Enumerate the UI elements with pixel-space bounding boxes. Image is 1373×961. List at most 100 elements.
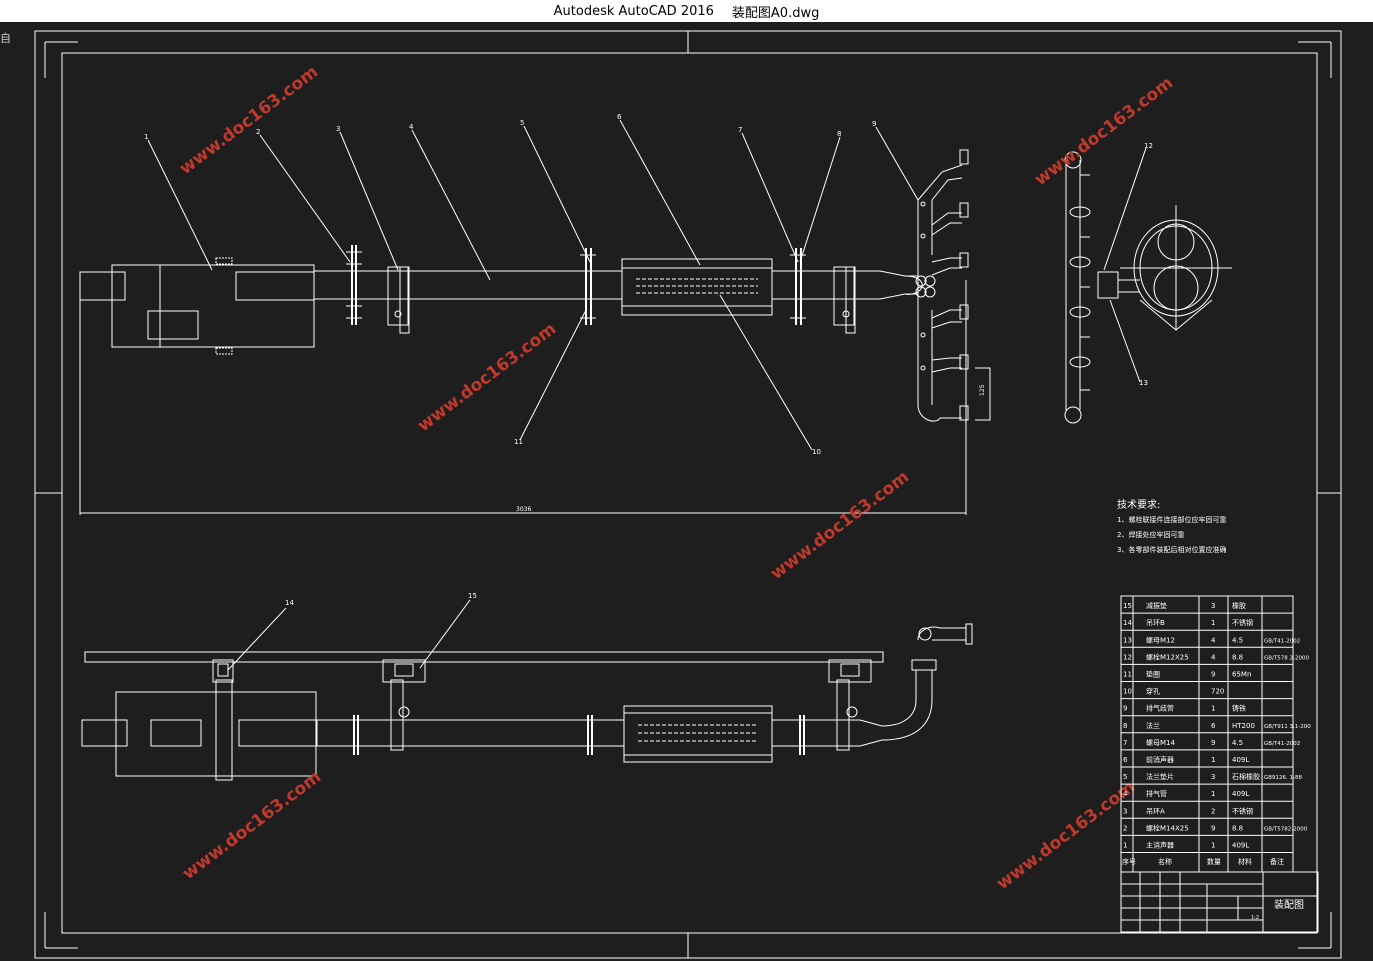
bom-cell-name: 螺母M14	[1146, 738, 1175, 747]
callout-2: 2	[256, 128, 260, 136]
bom-cell-material: HT200	[1232, 722, 1255, 730]
requirements-title: 技术要求:	[1117, 500, 1161, 511]
cad-drawing-canvas[interactable]: 1 2 3 4 5 6 7 8 9 10 11 12 13 14 15 3036…	[0, 22, 1373, 961]
bom-cell-no: 7	[1123, 739, 1127, 747]
bom-cell-name: 法兰	[1146, 721, 1160, 730]
bom-cell-no: 12	[1123, 653, 1132, 661]
bom-header: 序号 名称 数量 材料 备注	[1122, 857, 1284, 866]
bom-cell-qty: 3	[1211, 602, 1215, 610]
callout-14: 14	[285, 599, 294, 607]
bom-cell-name: 穿孔	[1146, 687, 1160, 696]
bom-cell-material: 65Mn	[1232, 671, 1251, 679]
bom-cell-qty: 1	[1211, 705, 1215, 713]
callout-1: 1	[144, 133, 148, 141]
bom-cell-note: GB/T578 2-2000	[1264, 655, 1309, 661]
bom-cell-qty: 2	[1211, 807, 1215, 815]
bom-cell-qty: 1	[1211, 842, 1215, 850]
bom-cell-name: 排气管	[1146, 789, 1167, 798]
side-view	[1064, 151, 1232, 424]
callout-leaders	[147, 119, 1147, 671]
bom-cell-name: 吊环B	[1146, 619, 1165, 627]
title-block-text: 装配图 1:2	[1251, 898, 1304, 921]
callout-12: 12	[1144, 142, 1153, 150]
top-view	[79, 149, 991, 515]
bom-cell-no: 11	[1123, 671, 1132, 679]
requirement-1: 1、螺栓联接件连接部位应牢固可靠	[1117, 516, 1227, 524]
bom-cell-note: GB/T41-2002	[1264, 741, 1300, 747]
bom-header-qty: 数量	[1207, 857, 1221, 866]
bom-cell-no: 15	[1123, 602, 1132, 610]
drawing-scale: 1:2	[1251, 915, 1259, 921]
bom-cell-no: 14	[1123, 619, 1132, 627]
file-name: 装配图A0.dwg	[731, 5, 820, 21]
callout-11: 11	[514, 438, 523, 446]
callout-3: 3	[336, 125, 340, 133]
bom-cell-no: 8	[1123, 722, 1127, 730]
bom-cell-material: 409L	[1232, 790, 1249, 798]
drawing-name: 装配图	[1274, 898, 1304, 911]
watermark-6: www.doc163.com	[993, 777, 1139, 894]
bom-cell-qty: 1	[1211, 756, 1215, 764]
bom-cell-material: 铸铁	[1232, 704, 1246, 713]
bom-cell-qty: 9	[1211, 739, 1215, 747]
watermark-2: www.doc163.com	[1031, 73, 1177, 190]
watermark-1: www.doc163.com	[176, 62, 322, 179]
bom-cell-note: GB/T41-2002	[1264, 638, 1300, 644]
bom-cell-qty: 1	[1211, 790, 1215, 798]
bom-cell-no: 6	[1123, 756, 1128, 764]
bom-cell-name: 吊环A	[1146, 807, 1165, 815]
bom-cell-name: 排气歧管	[1146, 704, 1174, 713]
bom-cell-no: 2	[1123, 824, 1127, 832]
dimension-overall: 3036	[516, 506, 531, 513]
bom-cell-material: 4.5	[1232, 636, 1243, 644]
side-glyph: 自	[0, 32, 11, 45]
bom-cell-no: 3	[1123, 807, 1127, 815]
requirement-3: 3、各零部件装配后相对位置应准确	[1117, 546, 1227, 554]
bom-cell-material: 石棉橡胶	[1232, 772, 1260, 781]
bom-cell-qty: 4	[1211, 653, 1216, 661]
bom-cell-material: 8.8	[1232, 653, 1243, 661]
bom-cell-material: 橡胶	[1232, 601, 1246, 610]
callout-6: 6	[617, 113, 622, 121]
callout-5: 5	[520, 119, 524, 127]
watermark-4: www.doc163.com	[767, 467, 913, 584]
watermarks: www.doc163.com www.doc163.com www.doc163…	[176, 62, 1177, 894]
window-titlebar: Autodesk AutoCAD 2016 装配图A0.dwg	[0, 0, 1373, 22]
bom-cell-qty: 4	[1211, 636, 1216, 644]
bom-header-name: 名称	[1158, 857, 1172, 866]
callout-8: 8	[837, 130, 841, 138]
bom-cell-material: 4.5	[1232, 739, 1243, 747]
bom-cell-no: 10	[1123, 688, 1132, 696]
dimension-small: 125	[979, 384, 986, 396]
watermark-5: www.doc163.com	[179, 767, 325, 884]
bom-cell-material: 409L	[1232, 842, 1249, 850]
callout-numbers: 1 2 3 4 5 6 7 8 9 10 11 12 13 14 15 3036…	[144, 113, 1153, 607]
app-name: Autodesk AutoCAD 2016	[553, 3, 714, 19]
bom-cell-material: 8.8	[1232, 824, 1243, 832]
bom-header-note: 备注	[1270, 857, 1284, 866]
watermark-3: www.doc163.com	[414, 319, 560, 436]
bom-cell-name: 主消声器	[1146, 841, 1174, 850]
requirement-2: 2、焊接处应牢固可靠	[1117, 531, 1185, 539]
bottom-view	[81, 623, 973, 781]
bom-cell-material: 不锈钢	[1232, 806, 1253, 815]
bom-table	[1120, 595, 1319, 933]
bom-cell-qty: 1	[1211, 619, 1215, 627]
bom-header-no: 序号	[1122, 857, 1136, 866]
bom-cell-no: 13	[1123, 636, 1132, 644]
callout-9: 9	[872, 120, 876, 128]
outer-sheet-border	[34, 30, 1342, 959]
bom-cell-name: 螺栓M12X25	[1146, 652, 1189, 661]
bom-cell-qty: 9	[1211, 671, 1215, 679]
bom-cell-no: 1	[1123, 842, 1127, 850]
bom-cell-no: 9	[1123, 705, 1127, 713]
bom-cell-note: GB/T5782-2000	[1264, 826, 1308, 832]
bom-cell-qty: 9	[1211, 824, 1215, 832]
callout-7: 7	[738, 126, 742, 134]
bom-cell-name: 垫圈	[1146, 670, 1160, 679]
bom-cell-qty: 720	[1211, 688, 1224, 696]
bom-cell-material: 409L	[1232, 756, 1249, 764]
bom-header-material: 材料	[1238, 857, 1252, 866]
bom-cell-name: 法兰垫片	[1146, 772, 1174, 781]
